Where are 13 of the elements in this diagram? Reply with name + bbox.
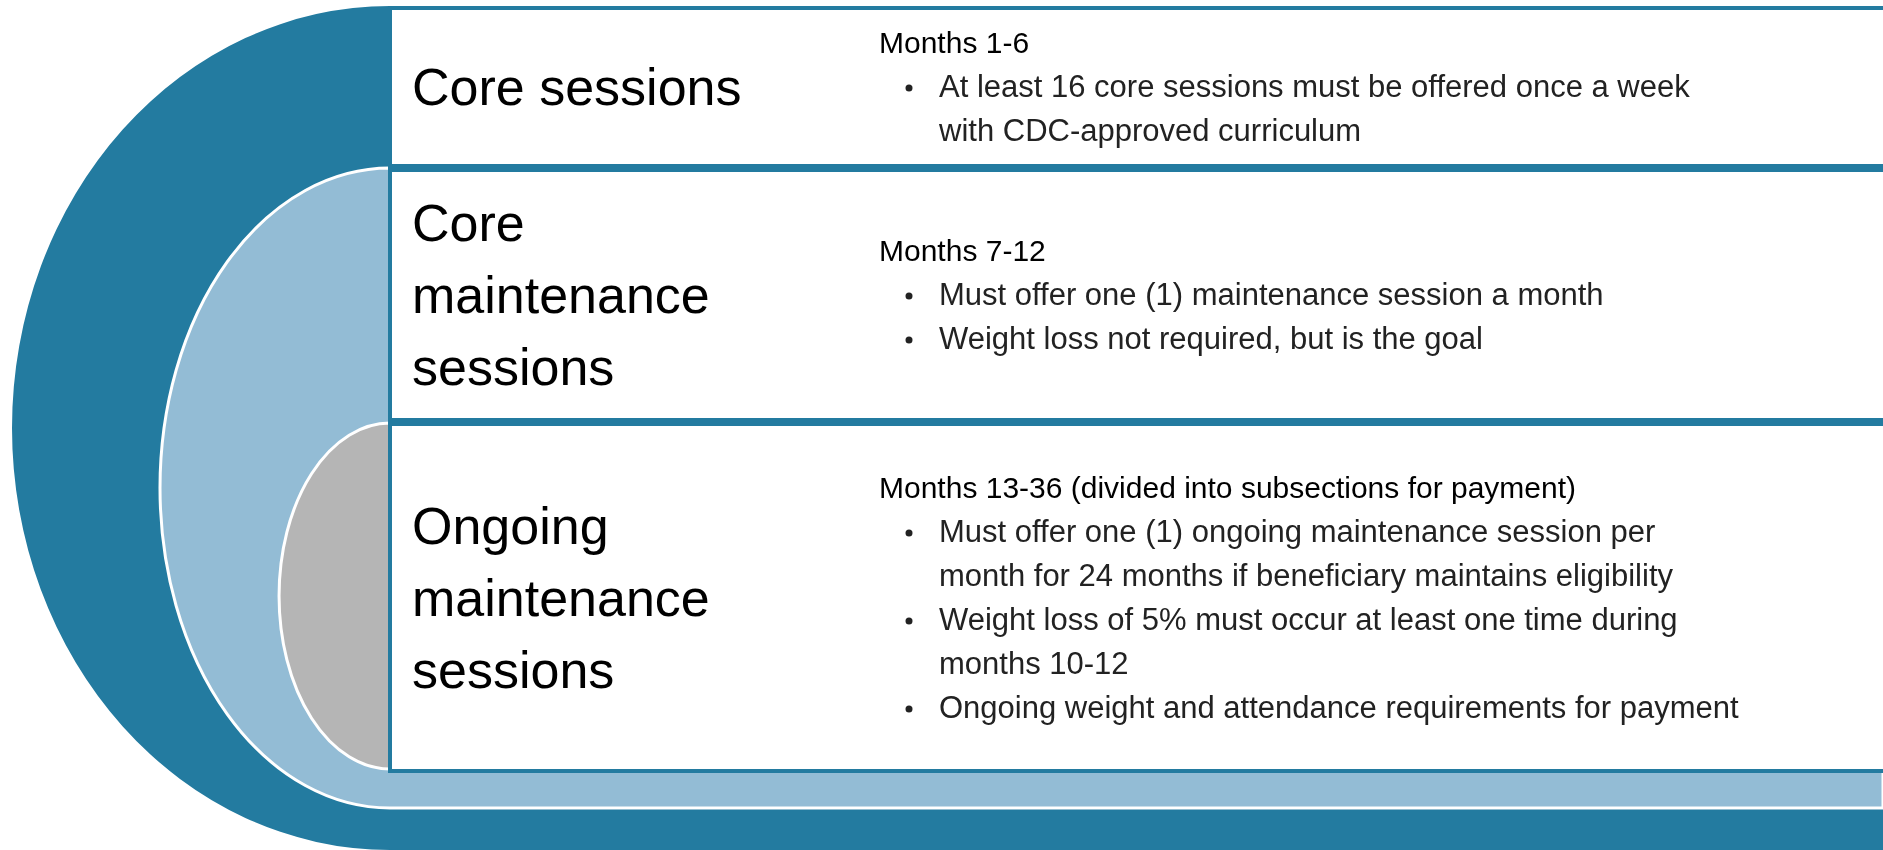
stage-box (388, 422, 1883, 773)
stage-title: Core maintenance sessions (412, 193, 711, 398)
bullet-text: At least 16 core sessions must be offered once a week with CDC-approved curriculum (939, 69, 1690, 148)
bullet-text: Weight loss not required, but is the goal (939, 321, 1483, 356)
stage-title: Core sessions (412, 57, 743, 118)
bullet-text: Must offer one (1) maintenance session a month (939, 277, 1604, 312)
bullet-text: Weight loss of 5% must occur at least one time during months 10-12 (939, 601, 1678, 681)
period-heading: Months 7-12 (879, 233, 1046, 269)
bullet-text: Ongoing weight and attendance requirements for payment (939, 689, 1739, 725)
bullet-text: Must offer one (1) ongoing maintenance session per month for 24 months if beneficiary maintains eligibility (939, 513, 1673, 593)
period-heading: Months 1-6 (879, 25, 1030, 61)
stage-title: Ongoing maintenance sessions (412, 495, 711, 701)
period-heading: Months 13-36 (divided into subsections for payment) (879, 469, 1577, 506)
